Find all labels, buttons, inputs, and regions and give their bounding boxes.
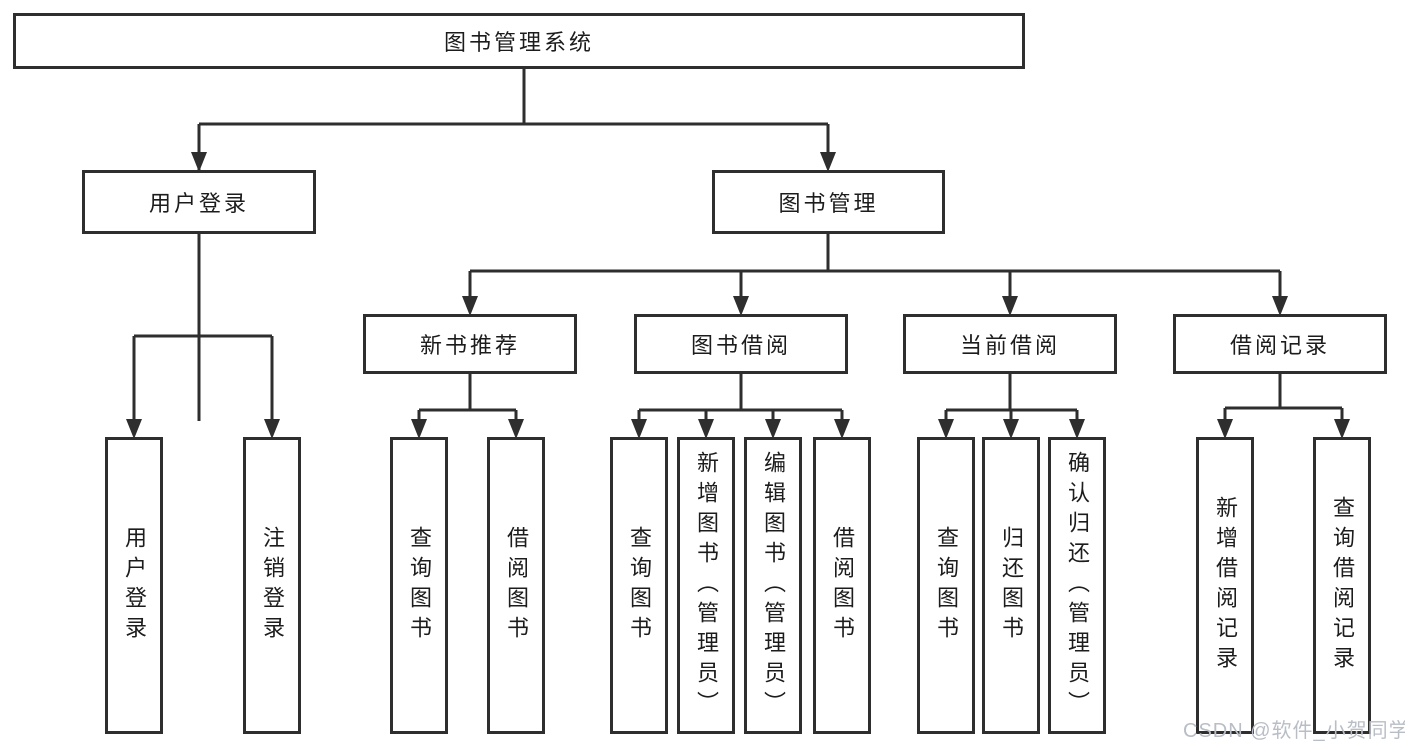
arrowhead [1003,419,1019,439]
arrowhead [1272,296,1288,316]
arrowhead [411,419,427,439]
node-label: 借阅记录 [1229,333,1330,358]
node-leaf-current-query-books: 查询图书 [917,437,975,734]
node-label: 图书借阅 [690,333,791,358]
node-label: 图书管理 [778,191,879,216]
arrowhead [508,419,524,439]
node-label: 借阅图书 [504,525,529,646]
node-label: 归还图书 [999,525,1024,646]
node-label: 查询图书 [934,525,959,646]
node-leaf-return-books: 归还图书 [982,437,1040,734]
node-label: 注销登录 [260,525,285,646]
node-root-system: 图书管理系统 [13,13,1025,69]
arrowhead [1334,419,1350,439]
arrowhead [126,419,142,439]
arrowhead [698,419,714,439]
node-label: 当前借阅 [959,333,1060,358]
node-label: 借阅图书 [830,525,855,646]
connector-userlogin-split [132,234,274,421]
arrowhead [1069,419,1085,439]
node-leaf-query-borrow-record: 查询借阅记录 [1313,437,1371,734]
node-label: 新增图书（管理员） [694,450,719,721]
node-label: 编辑图书（管理员） [761,450,786,721]
arrowhead [191,152,207,172]
node-leaf-borrow-query-books: 查询图书 [610,437,668,734]
arrowhead [1002,296,1018,316]
node-label: 用户登录 [122,525,147,646]
arrowhead [631,419,647,439]
node-label: 查询图书 [627,525,652,646]
watermark: CSDN @软件_小贺同学 [1183,720,1405,742]
connector-borrow-split [637,374,844,421]
connector-recommend-split [417,374,518,421]
node-leaf-borrow-books: 借阅图书 [813,437,871,734]
arrowhead [264,419,280,439]
connector-current-split [944,374,1079,421]
node-leaf-add-books-admin: 新增图书（管理员） [677,437,735,734]
node-leaf-recommend-query-books: 查询图书 [390,437,448,734]
node-leaf-add-borrow-record: 新增借阅记录 [1196,437,1254,734]
node-label: 确认归还（管理员） [1065,450,1090,721]
arrowhead [733,296,749,316]
node-label: 新书推荐 [419,333,520,358]
node-book-borrow: 图书借阅 [634,314,848,374]
node-leaf-confirm-return-admin: 确认归还（管理员） [1048,437,1106,734]
node-current-borrow: 当前借阅 [903,314,1117,374]
arrowhead [820,152,836,172]
node-new-book-recommend: 新书推荐 [363,314,577,374]
node-borrow-records: 借阅记录 [1173,314,1387,374]
node-label: 查询图书 [407,525,432,646]
node-label: 查询借阅记录 [1330,495,1355,676]
node-label: 图书管理系统 [443,30,594,55]
arrowhead [834,419,850,439]
node-leaf-recommend-borrow-books: 借阅图书 [487,437,545,734]
connector-records-split [1223,374,1344,421]
arrowhead [462,296,478,316]
node-leaf-user-login: 用户登录 [105,437,163,734]
node-label: 用户登录 [148,191,249,216]
arrowhead [765,419,781,439]
arrowhead [938,419,954,439]
node-leaf-logout: 注销登录 [243,437,301,734]
node-label: 新增借阅记录 [1213,495,1238,676]
node-user-login: 用户登录 [82,170,316,234]
node-leaf-edit-books-admin: 编辑图书（管理员） [744,437,802,734]
arrowhead [1217,419,1233,439]
node-book-management: 图书管理 [712,170,945,234]
connector-bookmgmt-split [468,234,1282,296]
